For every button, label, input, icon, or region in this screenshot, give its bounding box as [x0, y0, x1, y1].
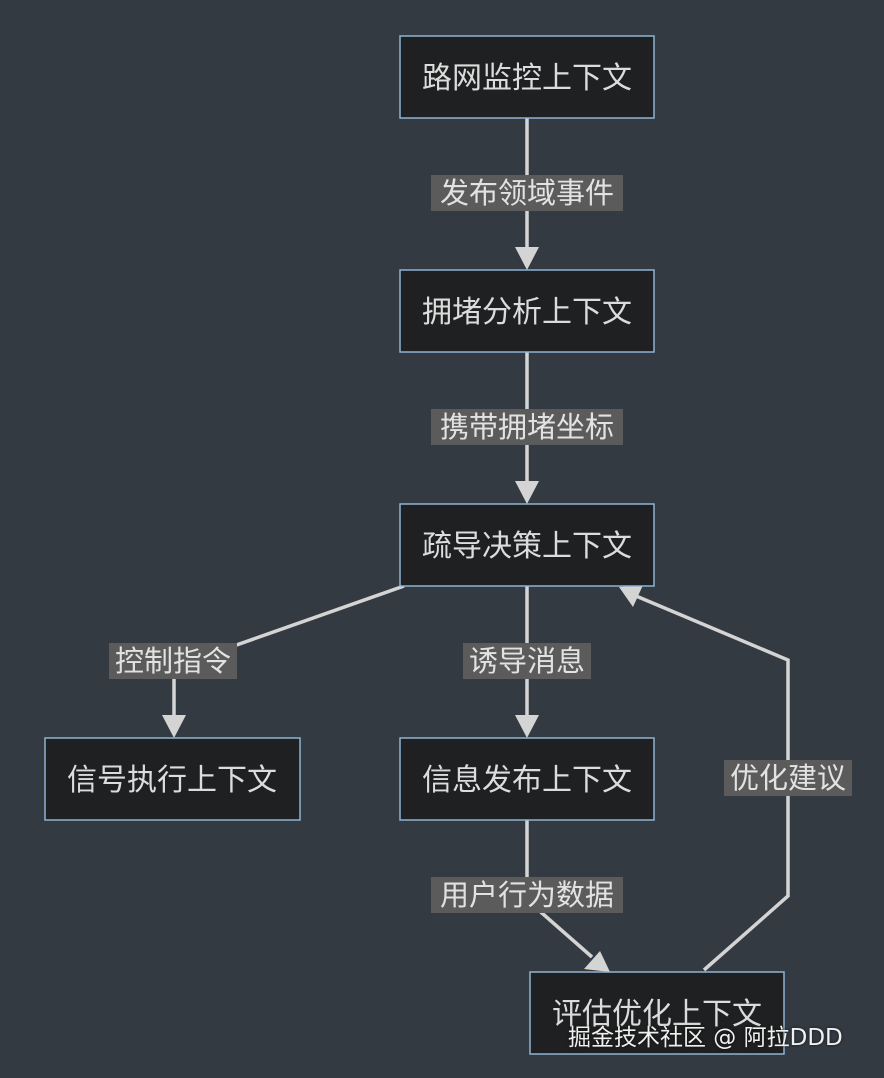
edge-label-guidance-messages: 诱导消息	[463, 643, 591, 679]
node-guidance: 疏导决策上下文	[399, 503, 655, 587]
node-label: 信息发布上下文	[422, 763, 632, 798]
edge-label-congestion-coords: 携带拥堵坐标	[431, 409, 623, 445]
arrowhead	[515, 481, 539, 504]
node-congestion: 拥堵分析上下文	[399, 269, 655, 353]
node-evaluation: 评估优化上下文	[529, 971, 785, 1055]
edge-label-optimization: 优化建议	[724, 760, 852, 796]
edge-label-control-commands: 控制指令	[109, 643, 237, 679]
edge-label-publish-events: 发布领域事件	[431, 175, 623, 211]
node-info-publish: 信息发布上下文	[399, 737, 655, 821]
node-signal: 信号执行上下文	[44, 737, 301, 821]
node-road-network: 路网监控上下文	[399, 35, 655, 119]
arrowhead	[584, 951, 610, 972]
arrowhead	[619, 585, 643, 607]
edge-label-text: 用户行为数据	[440, 878, 614, 912]
edge-label-text: 优化建议	[730, 761, 846, 795]
edge-label-user-behavior: 用户行为数据	[431, 877, 623, 913]
edge-label-text: 诱导消息	[469, 644, 585, 678]
node-label: 拥堵分析上下文	[422, 295, 632, 330]
edge-label-text: 发布领域事件	[440, 176, 614, 210]
node-label: 信号执行上下文	[67, 763, 277, 798]
watermark: 掘金技术社区 @ 阿拉DDD	[568, 1025, 843, 1051]
node-label: 路网监控上下文	[422, 61, 632, 96]
node-label: 疏导决策上下文	[422, 529, 632, 564]
edge-label-text: 控制指令	[115, 644, 231, 678]
edge-label-text: 携带拥堵坐标	[440, 410, 614, 444]
node-label: 评估优化上下文	[552, 997, 762, 1032]
arrowhead	[162, 715, 186, 738]
arrowhead	[515, 715, 539, 738]
arrowhead	[515, 247, 539, 270]
